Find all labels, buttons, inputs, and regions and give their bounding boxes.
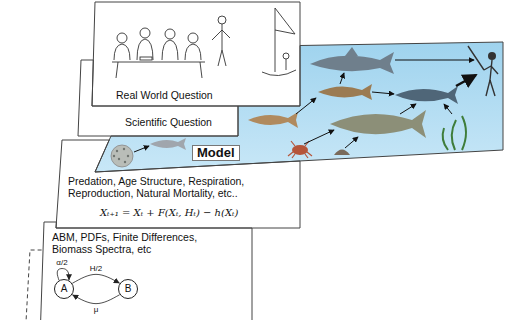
model-equation: Xₜ₊₁ = Xₜ + F(Xₜ, Hₜ) − h(Xₜ) (100, 207, 296, 219)
card-border (95, 42, 503, 172)
card-text: Scientific Question (125, 116, 235, 128)
text-slot: Predation, Age Structure, Respiration, R… (68, 175, 296, 199)
text-slot: H/2 (90, 264, 102, 273)
state-circle: A (54, 279, 74, 299)
text-slot: Real World Question (116, 89, 286, 101)
model-label: Model (192, 145, 240, 161)
card-border (92, 2, 300, 106)
card-text: ABM, PDFs, Finite Differences, Biomass S… (52, 231, 230, 255)
state-circle: B (118, 279, 138, 299)
state-name: B (125, 283, 132, 295)
text-slot: ABM, PDFs, Finite Differences, Biomass S… (52, 231, 230, 255)
text-slot: Xₜ₊₁ = Xₜ + F(Xₜ, Hₜ) − h(Xₜ) (100, 207, 296, 219)
transition-arrow (72, 274, 119, 283)
state-name: A (61, 283, 68, 295)
card-border (40, 222, 252, 320)
transition-label: α/2 (56, 258, 67, 267)
transition-arrow (72, 295, 119, 304)
card-border (78, 60, 238, 136)
card-text: Predation, Age Structure, Respiration, R… (68, 175, 296, 199)
process-card: Predation, Age Structure, Respiration, R… (56, 140, 300, 228)
text-slot: Scientific Question (125, 116, 235, 128)
card-border (56, 140, 300, 228)
text-slot: Model (192, 143, 282, 161)
card-outline (95, 42, 503, 172)
text-slot: α/2 (56, 258, 67, 267)
transition-label: H/2 (90, 264, 102, 273)
question-card: Real World Question (92, 2, 300, 106)
text-slot: μ (94, 305, 99, 314)
card-text: Real World Question (116, 89, 286, 101)
transition-label: μ (94, 305, 99, 314)
model-card: Model (95, 42, 503, 172)
method-card: ABM, PDFs, Finite Differences, Biomass S… (40, 222, 252, 320)
